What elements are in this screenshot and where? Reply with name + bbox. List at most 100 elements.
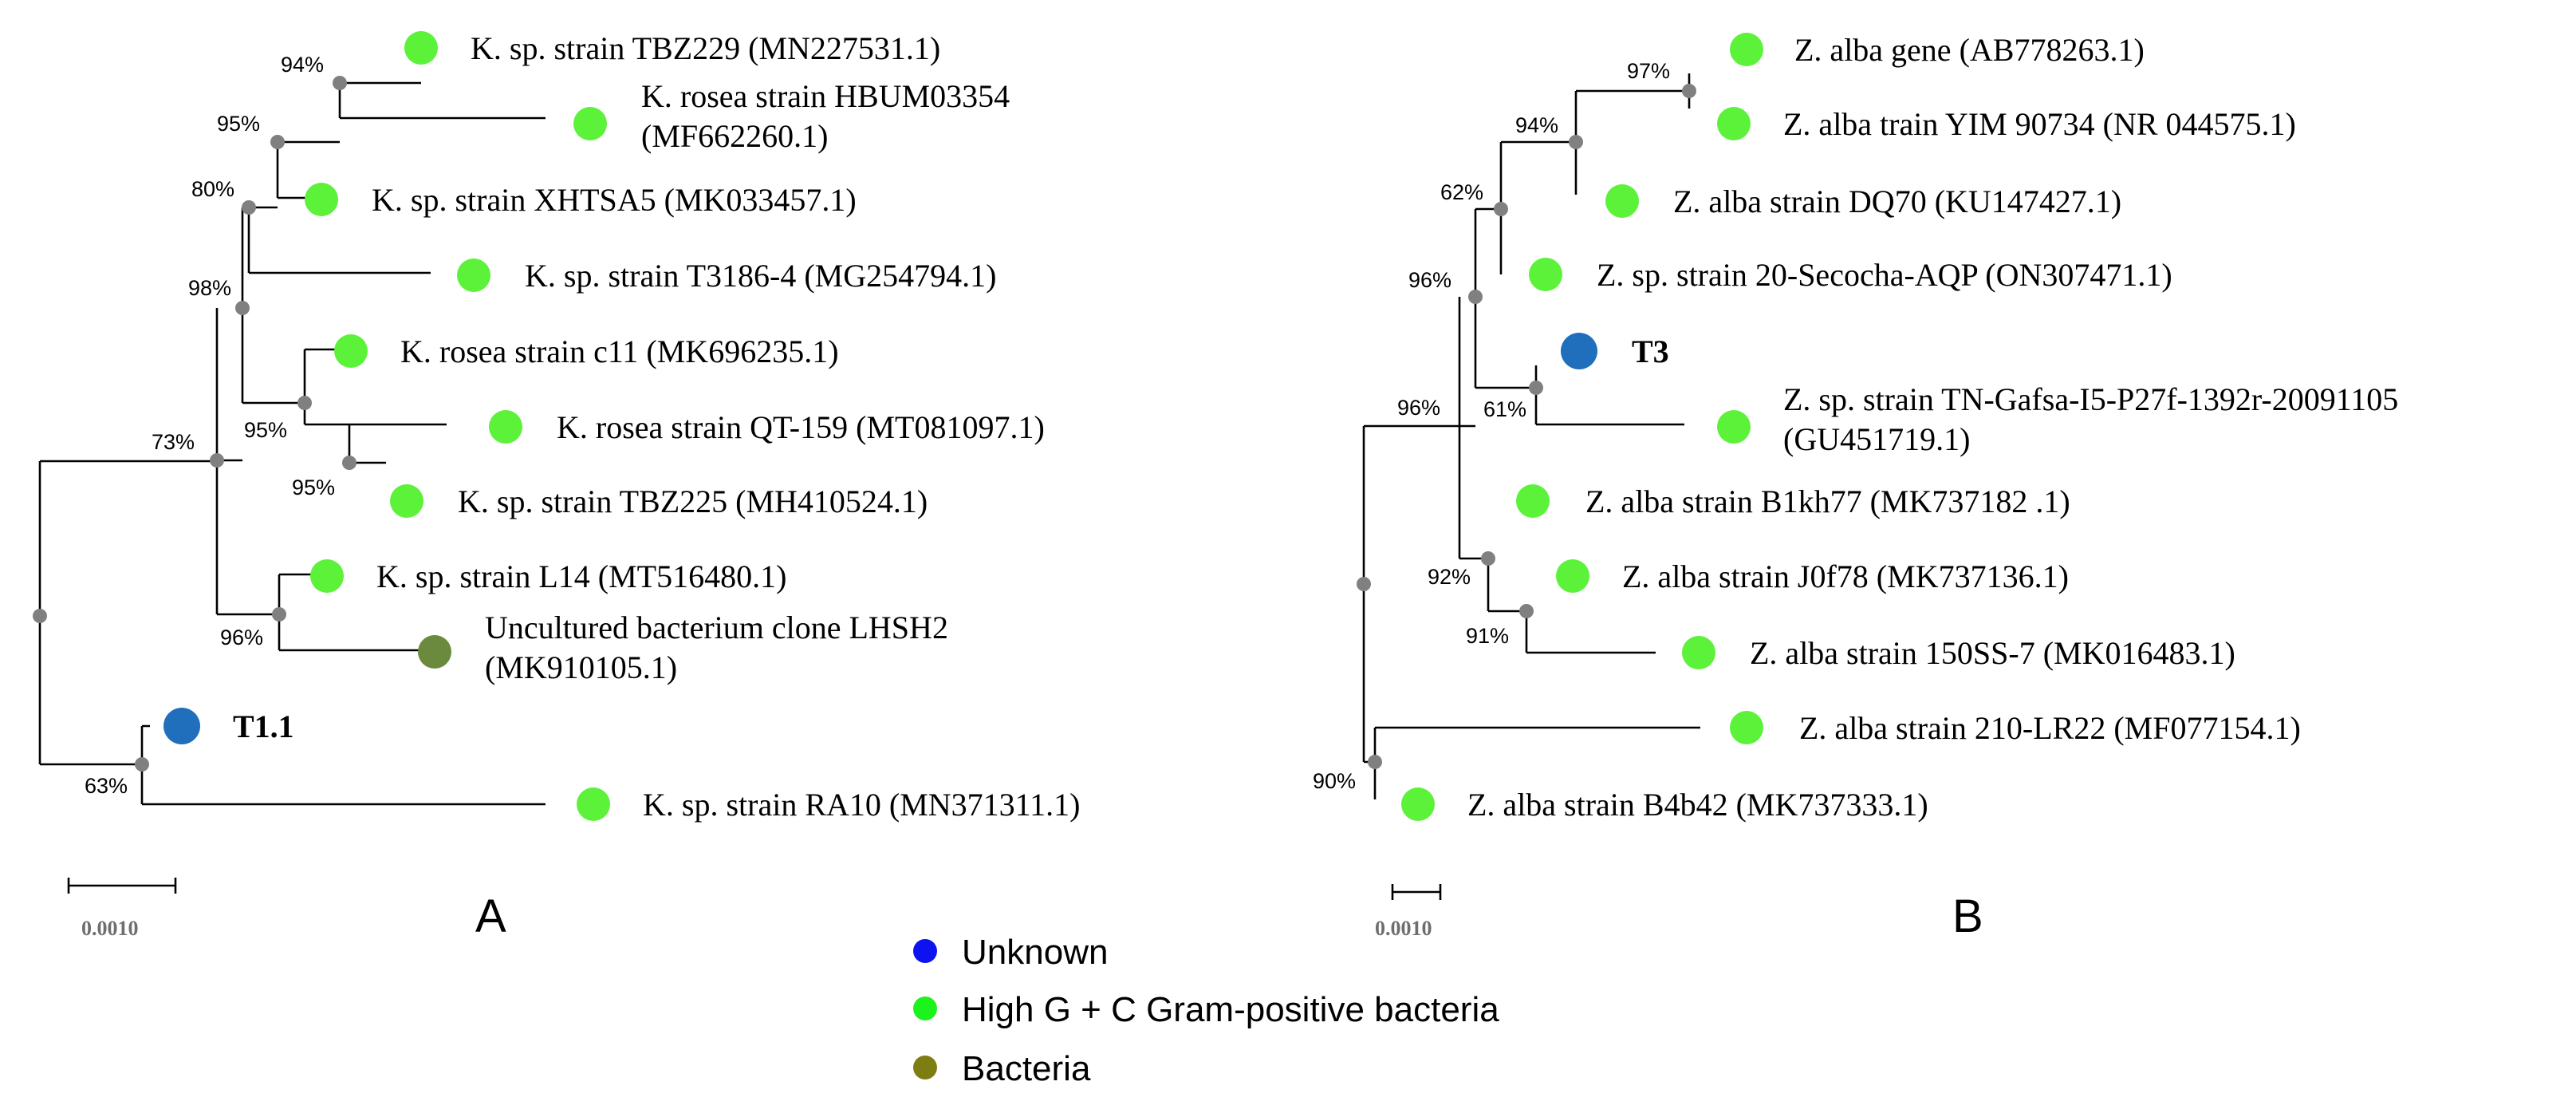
tree-a-tip-labels: K. sp. strain TBZ229 (MN227531.1) K. ros… <box>233 30 1081 823</box>
internal-node <box>270 135 285 149</box>
taxon-label: K. rosea strain HBUM03354 <box>641 78 1010 114</box>
taxon-label: K. sp. strain TBZ229 (MN227531.1) <box>471 30 940 66</box>
tip-marker <box>1682 636 1715 669</box>
taxon-label: Z. alba strain B4b42 (MK737333.1) <box>1467 787 1928 823</box>
taxon-label: Z. alba strain 210-LR22 (MF077154.1) <box>1799 710 2301 746</box>
branch <box>338 81 546 120</box>
taxon-label: Z. alba train YIM 90734 (NR 044575.1) <box>1783 106 2296 142</box>
panel-letter-a: A <box>475 890 506 942</box>
tip-marker <box>390 484 423 518</box>
branch <box>278 573 431 652</box>
internal-node <box>235 301 250 315</box>
bootstrap-label: 97% <box>1627 59 1670 83</box>
taxon-label: K. rosea strain QT-159 (MT081097.1) <box>557 409 1045 445</box>
query-isolate-label: T3 <box>1632 333 1669 369</box>
tip-marker <box>310 559 344 593</box>
tree-b-tip-labels: Z. alba gene (AB778263.1) Z. alba train … <box>1467 32 2398 823</box>
query-isolate-label: T1.1 <box>233 708 294 744</box>
tip-marker <box>163 708 200 744</box>
bootstrap-label: 95% <box>244 418 287 442</box>
tip-marker <box>1561 333 1597 369</box>
tip-marker <box>1529 258 1562 291</box>
taxon-label: Z. alba strain 150SS-7 (MK016483.1) <box>1750 635 2235 671</box>
bootstrap-label: 80% <box>191 177 234 201</box>
tree-a-scale-bar: 0.0010 <box>67 878 177 940</box>
bootstrap-label: 96% <box>220 626 263 649</box>
taxon-label: Z. alba strain J0f78 (MK737136.1) <box>1622 558 2069 594</box>
bootstrap-label: 95% <box>217 112 260 136</box>
internal-node <box>272 607 286 622</box>
taxon-label: K. sp. strain XHTSA5 (MK033457.1) <box>372 182 857 218</box>
tree-a-tip-markers <box>163 31 610 821</box>
internal-node <box>33 609 47 623</box>
taxon-label-accession: (GU451719.1) <box>1783 421 1970 457</box>
tip-marker <box>404 31 438 65</box>
internal-node <box>1569 135 1583 149</box>
branch <box>1362 424 1459 764</box>
tip-marker <box>1556 559 1589 593</box>
branch <box>241 207 305 405</box>
internal-node <box>1468 290 1483 304</box>
taxon-label-accession: (MF662260.1) <box>641 118 828 154</box>
tree-panel-a: 94% 95% 80% 98% 95% 95% 73% 96% 63% K. <box>33 30 1081 942</box>
taxon-label: Z. alba gene (AB778263.1) <box>1794 32 2145 68</box>
legend-swatch-bacteria <box>913 1056 937 1079</box>
scale-bar-label: 0.0010 <box>81 917 139 940</box>
tip-marker <box>489 410 522 444</box>
bootstrap-label: 62% <box>1440 180 1483 204</box>
tip-marker <box>1401 787 1435 821</box>
taxon-label: K. sp. strain RA10 (MN371311.1) <box>643 787 1081 823</box>
internal-node <box>1494 202 1508 216</box>
legend-label-high-gc: High G + C Gram-positive bacteria <box>962 990 1499 1029</box>
taxon-label: Z. sp. strain 20-Secocha-AQP (ON307471.1… <box>1597 257 2172 293</box>
tree-b-tip-markers <box>1401 33 1763 821</box>
taxon-label: Z. sp. strain TN-Gafsa-I5-P27f-1392r-200… <box>1783 381 2398 417</box>
tip-marker <box>305 183 338 216</box>
bootstrap-label: 94% <box>1515 113 1558 137</box>
branch <box>140 724 546 806</box>
bootstrap-label: 96% <box>1408 268 1451 292</box>
internal-node <box>1481 551 1495 566</box>
internal-node <box>342 456 356 470</box>
tip-marker <box>1717 410 1751 444</box>
legend-swatch-high-gc <box>913 997 937 1020</box>
legend: Unknown High G + C Gram-positive bacteri… <box>913 933 1499 1088</box>
branch <box>1534 365 1684 426</box>
branch <box>1525 610 1656 654</box>
internal-node <box>333 76 347 90</box>
tree-panel-b: 97% 94% 62% 96% 61% 96% 92% 91% 90% Z. a… <box>1313 32 2398 942</box>
internal-node <box>1368 755 1382 769</box>
branch <box>1474 207 1536 389</box>
taxon-label: Z. alba strain B1kh77 (MK737182 .1) <box>1585 483 2070 519</box>
bootstrap-label: 98% <box>188 276 231 300</box>
panel-letter-b: B <box>1952 890 1983 942</box>
bootstrap-label: 94% <box>281 53 324 77</box>
tip-marker <box>1730 33 1763 66</box>
legend-swatch-unknown <box>913 939 937 963</box>
tip-marker <box>418 635 451 669</box>
taxon-label: K. sp. strain TBZ225 (MH410524.1) <box>458 483 928 519</box>
bootstrap-label: 92% <box>1428 565 1471 589</box>
tip-marker <box>334 334 368 368</box>
internal-node <box>135 757 149 772</box>
tip-marker <box>457 259 490 292</box>
scale-bar-line <box>1391 884 1442 900</box>
internal-node <box>1519 604 1534 618</box>
taxon-label: K. sp. strain L14 (MT516480.1) <box>376 558 786 594</box>
tree-a-nodes <box>33 76 356 772</box>
taxon-label: Uncultured bacterium clone LHSH2 <box>485 610 948 645</box>
bootstrap-label: 61% <box>1483 397 1526 421</box>
bootstrap-label: 95% <box>292 476 335 499</box>
bootstrap-label: 63% <box>85 774 128 798</box>
tree-b-nodes <box>1357 84 1696 769</box>
internal-node <box>1682 84 1696 98</box>
tree-b-branches <box>1362 73 1700 799</box>
branch <box>215 308 279 616</box>
bootstrap-label: 96% <box>1397 396 1440 420</box>
taxon-label: K. sp. strain T3186-4 (MG254794.1) <box>525 258 996 294</box>
branch <box>1487 558 1526 613</box>
scale-bar-line <box>67 878 177 894</box>
tip-marker <box>1516 484 1550 518</box>
legend-label-unknown: Unknown <box>962 933 1108 972</box>
